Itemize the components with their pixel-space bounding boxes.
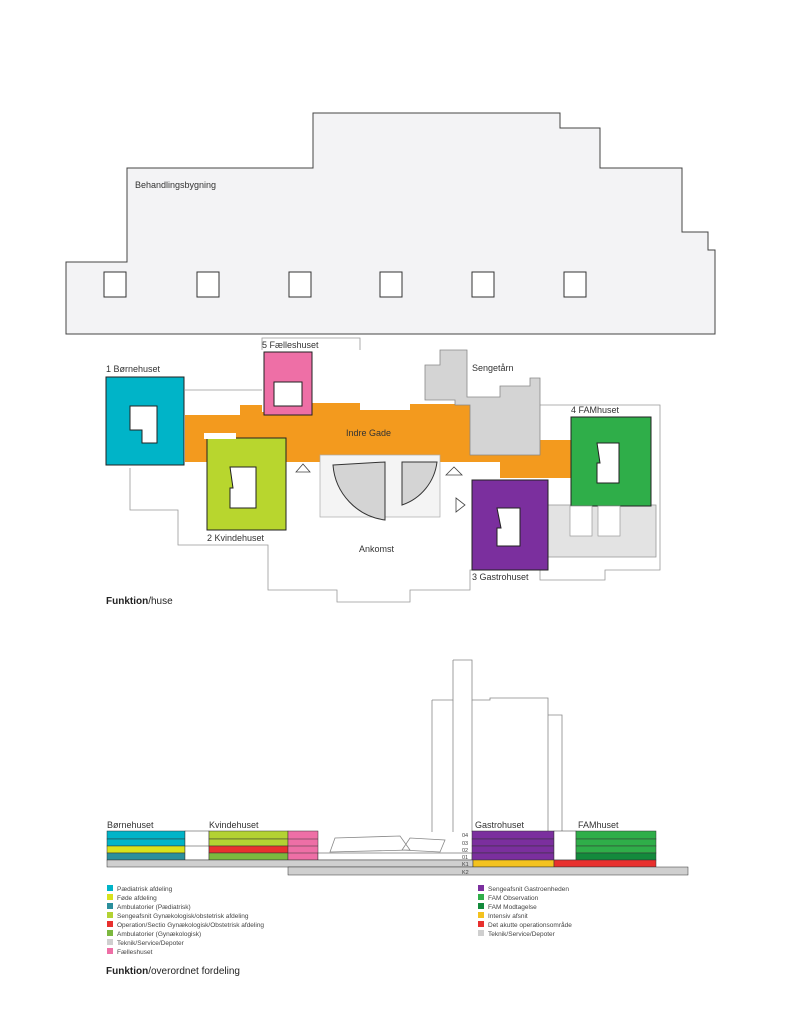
arrival-rotunda-left: [332, 461, 386, 521]
floor-label-04: 04: [462, 833, 468, 839]
legend-left-swatch-2: [107, 903, 113, 909]
house-famhuset: 4 FAMhuset: [569, 405, 652, 537]
legend-right-label-5: Teknik/Service/Depoter: [488, 931, 556, 938]
legend-right-label-0: Sengeafsnit Gastroenheden: [488, 886, 569, 893]
section-label-boernehuset: Børnehuset: [107, 820, 154, 830]
kvindehuset-label: 2 Kvindehuset: [207, 533, 265, 543]
legend-left-label-1: Føde afdeling: [117, 895, 157, 902]
legend-left-label-2: Ambulatorier (Pædiatrisk): [117, 904, 191, 911]
legend-left-label-3: Sengeafsnit Gynækologisk/obstetrisk afde…: [117, 913, 249, 920]
legend-right-label-2: FAM Modtagelse: [488, 904, 537, 911]
legend-left-swatch-1: [107, 894, 113, 900]
legend-left-swatch-5: [107, 930, 113, 936]
faelleshuset-label: 5 Fælleshuset: [262, 340, 319, 350]
site-plan: Indre Gade Sengetårn Ankomst 1 Børnehuse…: [105, 337, 661, 603]
section-label-famhuset: FAMhuset: [578, 820, 619, 830]
sengetaarn-footprint: [424, 349, 541, 456]
arrival-rotunda-right: [401, 461, 438, 506]
behandlingsbygning-label: Behandlingsbygning: [135, 180, 216, 190]
floor-label-k1: K1: [462, 862, 469, 868]
legend-right-swatch-2: [478, 903, 484, 909]
legend-right-swatch-4: [478, 921, 484, 927]
house-gastrohuset: 3 Gastrohuset: [471, 479, 549, 582]
boernehuset-label: 1 Børnehuset: [106, 364, 161, 374]
legend-right-swatch-5: [478, 930, 484, 936]
legend-right-label-4: Det akutte operationsområde: [488, 921, 572, 929]
entry-arrow-2: [445, 466, 463, 476]
legend-left-label-6: Teknik/Service/Depoter: [117, 940, 185, 947]
section-drawing: 04 03 02 01 K1 K2 Børnehuset Kvindehuset…: [106, 659, 689, 876]
legend-right-swatch-3: [478, 912, 484, 918]
legend-left-label-7: Fælleshuset: [117, 949, 153, 956]
legend-right-label-3: Intensiv afsnit: [488, 913, 528, 920]
legend-left-label-0: Pædiatrisk afdeling: [117, 886, 173, 893]
legend-left-swatch-3: [107, 912, 113, 918]
legend-left-swatch-7: [107, 948, 113, 954]
caption-funktion-fordeling: Funktion/overordnet fordeling: [106, 966, 240, 977]
legend-right: Sengeafsnit Gastroenheden FAM Observatio…: [478, 885, 572, 938]
legend-right-swatch-1: [478, 894, 484, 900]
sengetaarn-label: Sengetårn: [472, 363, 514, 373]
house-boernehuset: 1 Børnehuset: [105, 364, 185, 466]
floor-label-03: 03: [462, 841, 468, 847]
section-label-gastrohuset: Gastrohuset: [475, 820, 525, 830]
legend-right-swatch-0: [478, 885, 484, 891]
house-kvindehuset: 2 Kvindehuset: [204, 433, 287, 543]
entry-arrow-3: [455, 497, 466, 513]
courtyards: [103, 271, 587, 298]
floor-label-01: 01: [462, 855, 468, 861]
floor-label-k2: K2: [462, 870, 469, 876]
famhuset-label: 4 FAMhuset: [571, 405, 620, 415]
entry-arrow-1: [295, 463, 311, 473]
gastrohuset-label: 3 Gastrohuset: [472, 572, 529, 582]
legend-left-swatch-0: [107, 885, 113, 891]
behandlingsbygning-plan: Behandlingsbygning: [65, 112, 716, 335]
legend-left-swatch-6: [107, 939, 113, 945]
legend-left-swatch-4: [107, 921, 113, 927]
caption-funktion-huse: Funktion/huse: [106, 596, 173, 607]
legend-left-label-4: Operation/Sectio Gynækologisk/Obstetrisk…: [117, 922, 264, 929]
legend-left-label-5: Ambulatorier (Gynækologisk): [117, 931, 201, 938]
legend-left: Pædiatrisk afdeling Føde afdeling Ambula…: [107, 885, 264, 956]
house-faelleshuset: 5 Fælleshuset: [262, 340, 319, 416]
section-label-kvindehuset: Kvindehuset: [209, 820, 259, 830]
indre-gade-label: Indre Gade: [346, 428, 391, 438]
legend-right-label-1: FAM Observation: [488, 895, 539, 902]
ankomst-label: Ankomst: [359, 544, 395, 554]
floor-label-02: 02: [462, 848, 468, 854]
